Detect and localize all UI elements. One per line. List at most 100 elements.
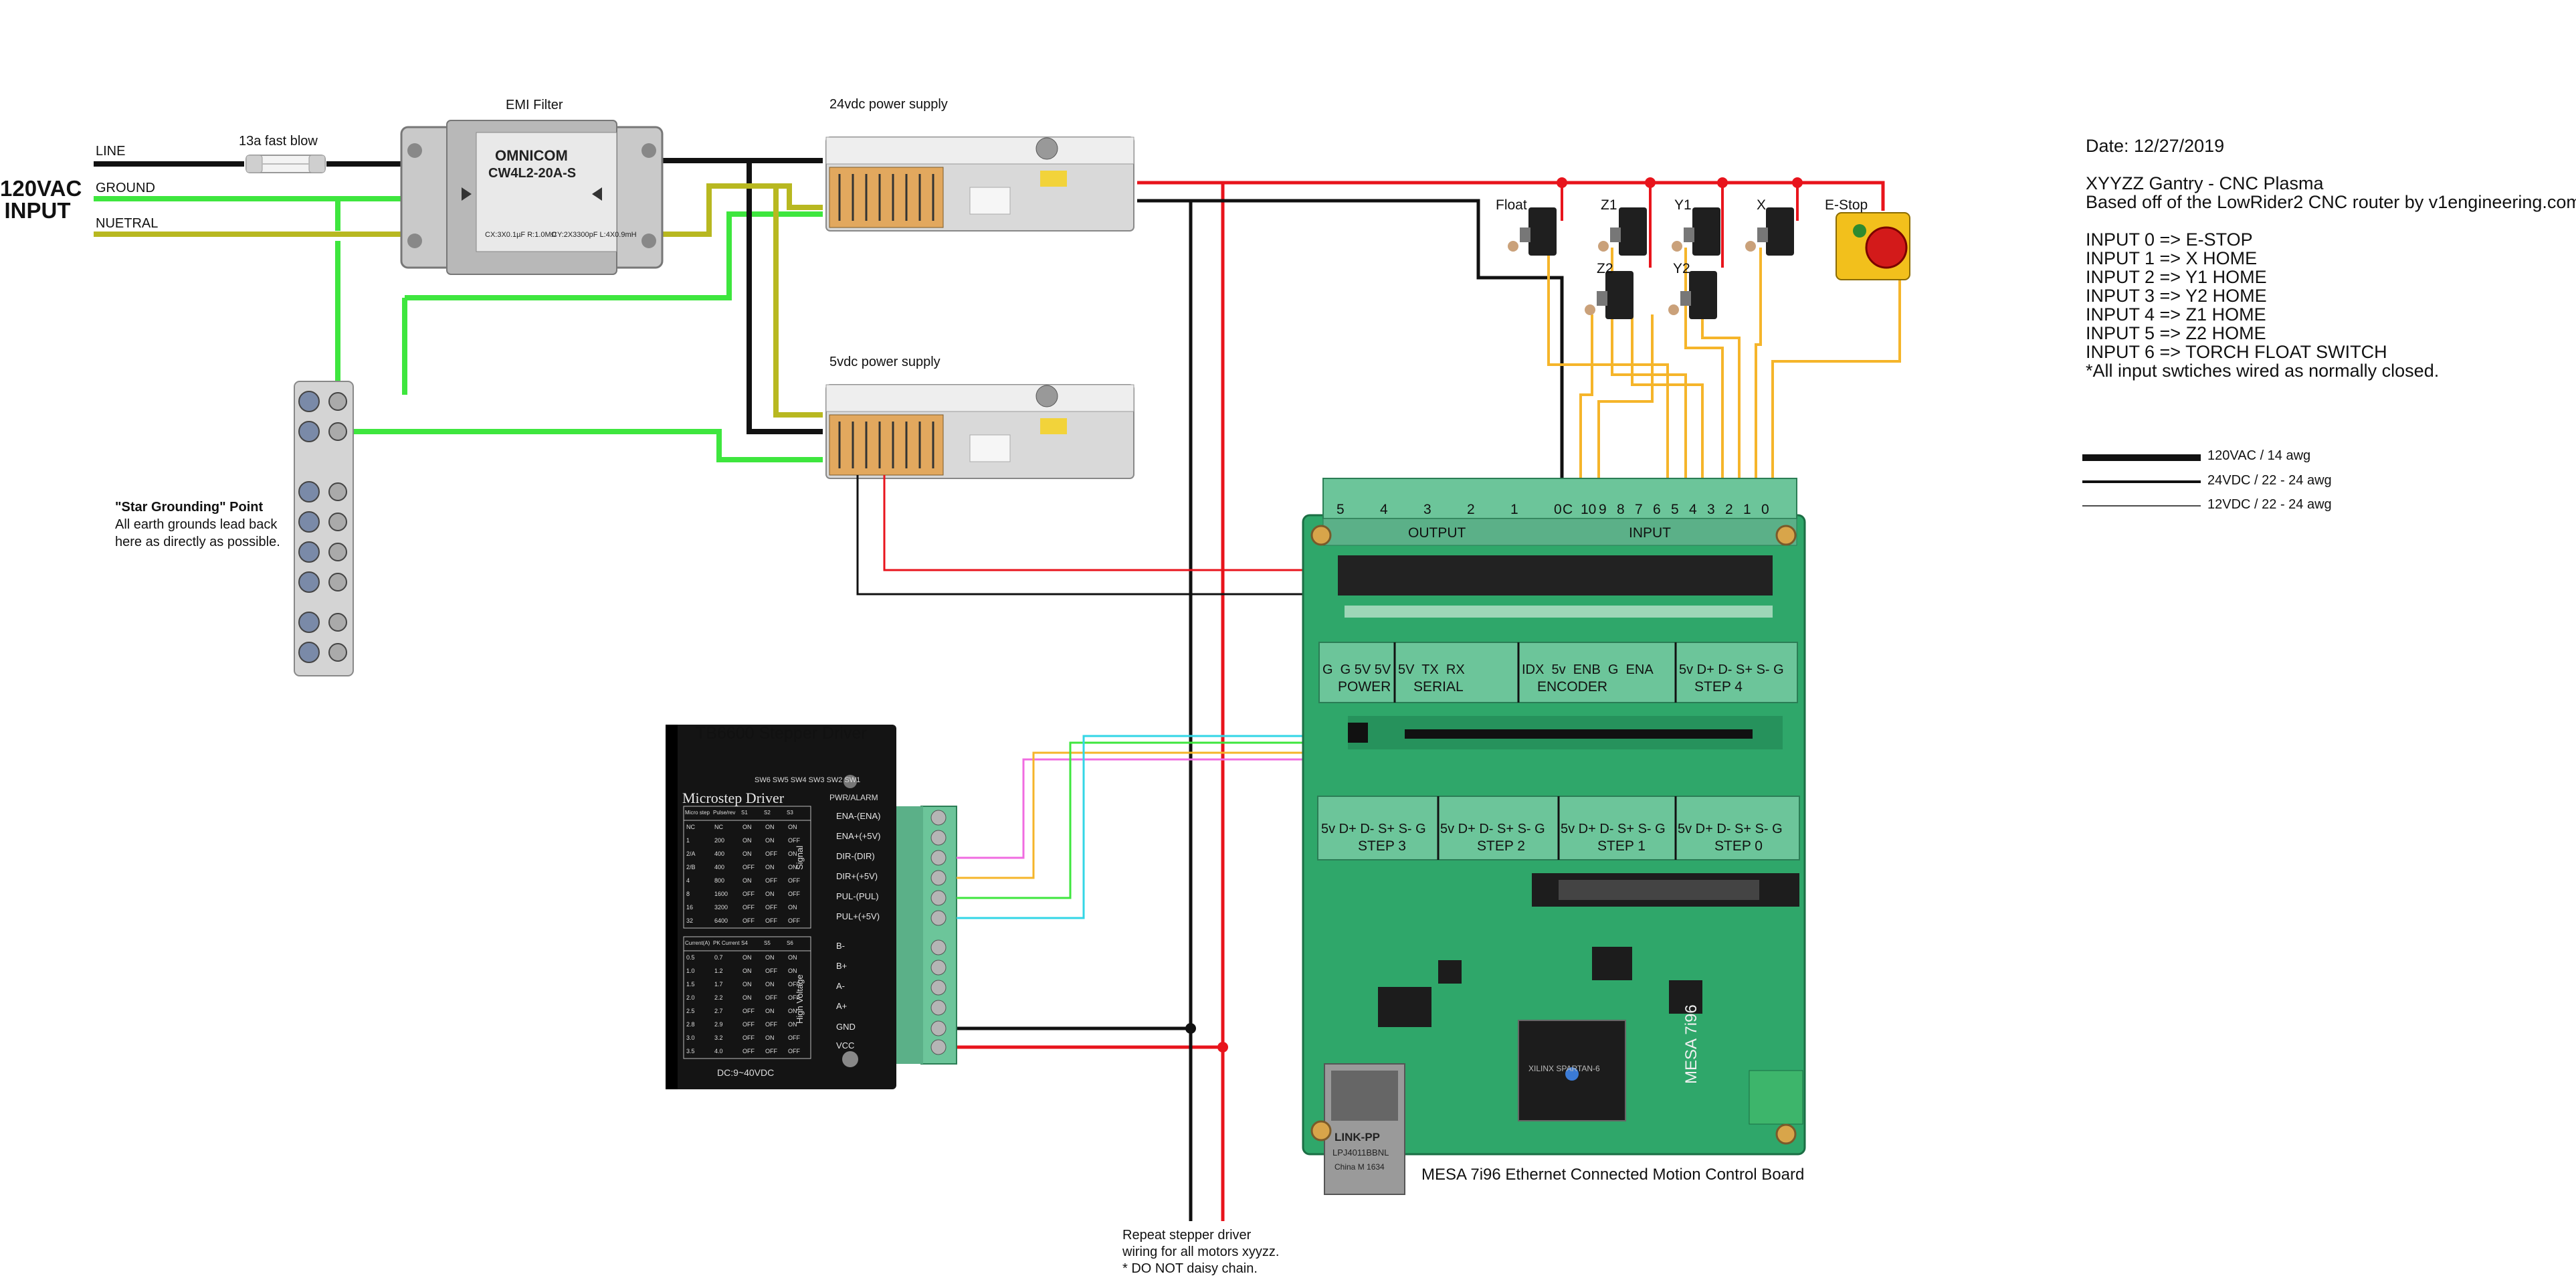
current-cell: 2.5: [686, 1008, 695, 1014]
microstep-cell: 3200: [714, 904, 728, 911]
dc24-negative-bus: [1137, 199, 1193, 1030]
ground-label: GROUND: [96, 181, 155, 195]
emi-line-out: [662, 158, 823, 434]
current-header-cell: PK Current: [713, 940, 740, 946]
microstep-header-cell: Pulse/rev: [713, 810, 736, 816]
eth-jack-text-1: LINK-PP: [1334, 1131, 1380, 1144]
microstep-header-cell: Micro step: [685, 810, 710, 816]
driver-pin-label: VCC: [836, 1040, 855, 1050]
board-block-pins: 5V TX RX: [1398, 662, 1465, 677]
emi-spec-left: CX:3X0.1µF R:1.0MΩ: [485, 231, 557, 239]
fuse-label: 13a fast blow: [239, 134, 318, 149]
current-cell: ON: [742, 981, 752, 988]
microstep-cell: ON: [765, 864, 775, 871]
board-step-name: STEP 2: [1477, 838, 1525, 854]
limit-switch-z1: [1598, 207, 1647, 256]
switch-label-x: X: [1757, 197, 1767, 213]
driver-pin-label: DIR-(DIR): [836, 851, 875, 861]
microstep-cell: 400: [714, 864, 725, 871]
current-cell: 3.2: [714, 1034, 723, 1041]
current-cell: ON: [765, 1034, 775, 1041]
driver-pin-label: B-: [836, 941, 845, 951]
microstep-cell: OFF: [765, 850, 777, 857]
board-top-pin: 1: [1510, 502, 1518, 517]
driver-pin-label: ENA+(+5V): [836, 831, 881, 841]
microstep-cell: OFF: [742, 904, 755, 911]
current-cell: 3.5: [686, 1048, 695, 1055]
driver-pin-label: ENA-(ENA): [836, 811, 881, 821]
current-cell: ON: [742, 994, 752, 1001]
microstep-cell: OFF: [742, 864, 755, 871]
current-cell: 3.0: [686, 1034, 695, 1041]
fuse: [245, 155, 326, 173]
microstep-cell: 4: [686, 877, 690, 884]
dc-wiring: [856, 177, 1885, 1221]
board-top-pin: 7: [1635, 502, 1643, 517]
board-top-pin: 4: [1380, 502, 1388, 517]
input-map-1: INPUT 1 => X HOME: [2086, 248, 2258, 268]
microstep-cell: ON: [788, 850, 797, 857]
emi-filter: [400, 120, 664, 275]
board-logo: MESA 7i96: [1682, 1004, 1700, 1084]
current-cell: ON: [788, 954, 797, 961]
input-map-4: INPUT 4 => Z1 HOME: [2086, 304, 2266, 325]
ac-mains-wiring: [94, 158, 823, 462]
switch-label-float: Float: [1496, 197, 1527, 213]
current-cell: ON: [742, 954, 752, 961]
current-cell: ON: [788, 968, 797, 974]
board-block-pins: 5v D+ D- S+ S- G: [1679, 662, 1784, 677]
board-step-name: STEP 0: [1714, 838, 1763, 854]
estop-label: E-Stop: [1825, 197, 1868, 213]
eth-jack-text-2: LPJ4011BBNL: [1332, 1148, 1389, 1158]
current-cell: OFF: [765, 968, 777, 974]
board-top-pin: C: [1563, 502, 1573, 517]
psu-5v: [825, 384, 1134, 479]
input-block-label: 120VAC INPUT: [0, 177, 82, 221]
board-input-label: INPUT: [1629, 525, 1671, 541]
eth-jack-text-3: China M 1634: [1334, 1162, 1385, 1172]
microstep-cell: ON: [742, 837, 752, 844]
board-top-pin: 2: [1725, 502, 1733, 517]
current-header-cell: S4: [741, 940, 748, 946]
driver-pin-label: PUL-(PUL): [836, 891, 879, 901]
ground-branch: [324, 199, 340, 404]
driver-pin-label: PUL+(+5V): [836, 911, 880, 921]
dc24-positive-bus: [1137, 181, 1885, 211]
current-cell: OFF: [765, 1021, 777, 1028]
current-cell: OFF: [742, 1034, 755, 1041]
current-cell: OFF: [788, 994, 800, 1001]
current-cell: ON: [765, 1008, 775, 1014]
microstep-cell: 1: [686, 837, 690, 844]
microstep-cell: OFF: [742, 917, 755, 924]
tb6600-driver: [666, 725, 957, 1089]
switch-label-z1: Z1: [1601, 197, 1617, 213]
current-cell: 2.0: [686, 994, 695, 1001]
switch-label-z2: Z2: [1597, 261, 1613, 276]
microstep-cell: ON: [742, 850, 752, 857]
switch-label-y1: Y1: [1674, 197, 1692, 213]
emi-neutral-out-5: [773, 186, 823, 418]
board-top-pin: 5: [1336, 502, 1345, 517]
repeat-note-line-2: wiring for all motors xyyzz.: [1122, 1245, 1280, 1259]
microstep-cell: ON: [788, 904, 797, 911]
fpga-chip-text: XILINX SPARTAN-6: [1528, 1064, 1600, 1073]
current-cell: 1.0: [686, 968, 695, 974]
board-top-pin: 0: [1761, 502, 1769, 517]
legend-label-12v: 12VDC / 22 - 24 awg: [2207, 497, 2332, 512]
input-map-6: INPUT 6 => TORCH FLOAT SWITCH: [2086, 342, 2387, 362]
dc24-negative-float: [1191, 199, 1564, 482]
microstep-cell: ON: [765, 891, 775, 897]
current-cell: OFF: [765, 1048, 777, 1055]
current-cell: OFF: [788, 1034, 800, 1041]
board-block-name: POWER: [1338, 679, 1391, 695]
board-top-pin: 10: [1581, 502, 1597, 517]
microstep-cell: OFF: [765, 877, 777, 884]
microstep-cell: OFF: [742, 891, 755, 897]
board-step-pins: 5v D+ D- S+ S- G: [1678, 822, 1783, 836]
microstep-header-cell: S1: [741, 810, 748, 816]
microstep-cell: 400: [714, 850, 725, 857]
